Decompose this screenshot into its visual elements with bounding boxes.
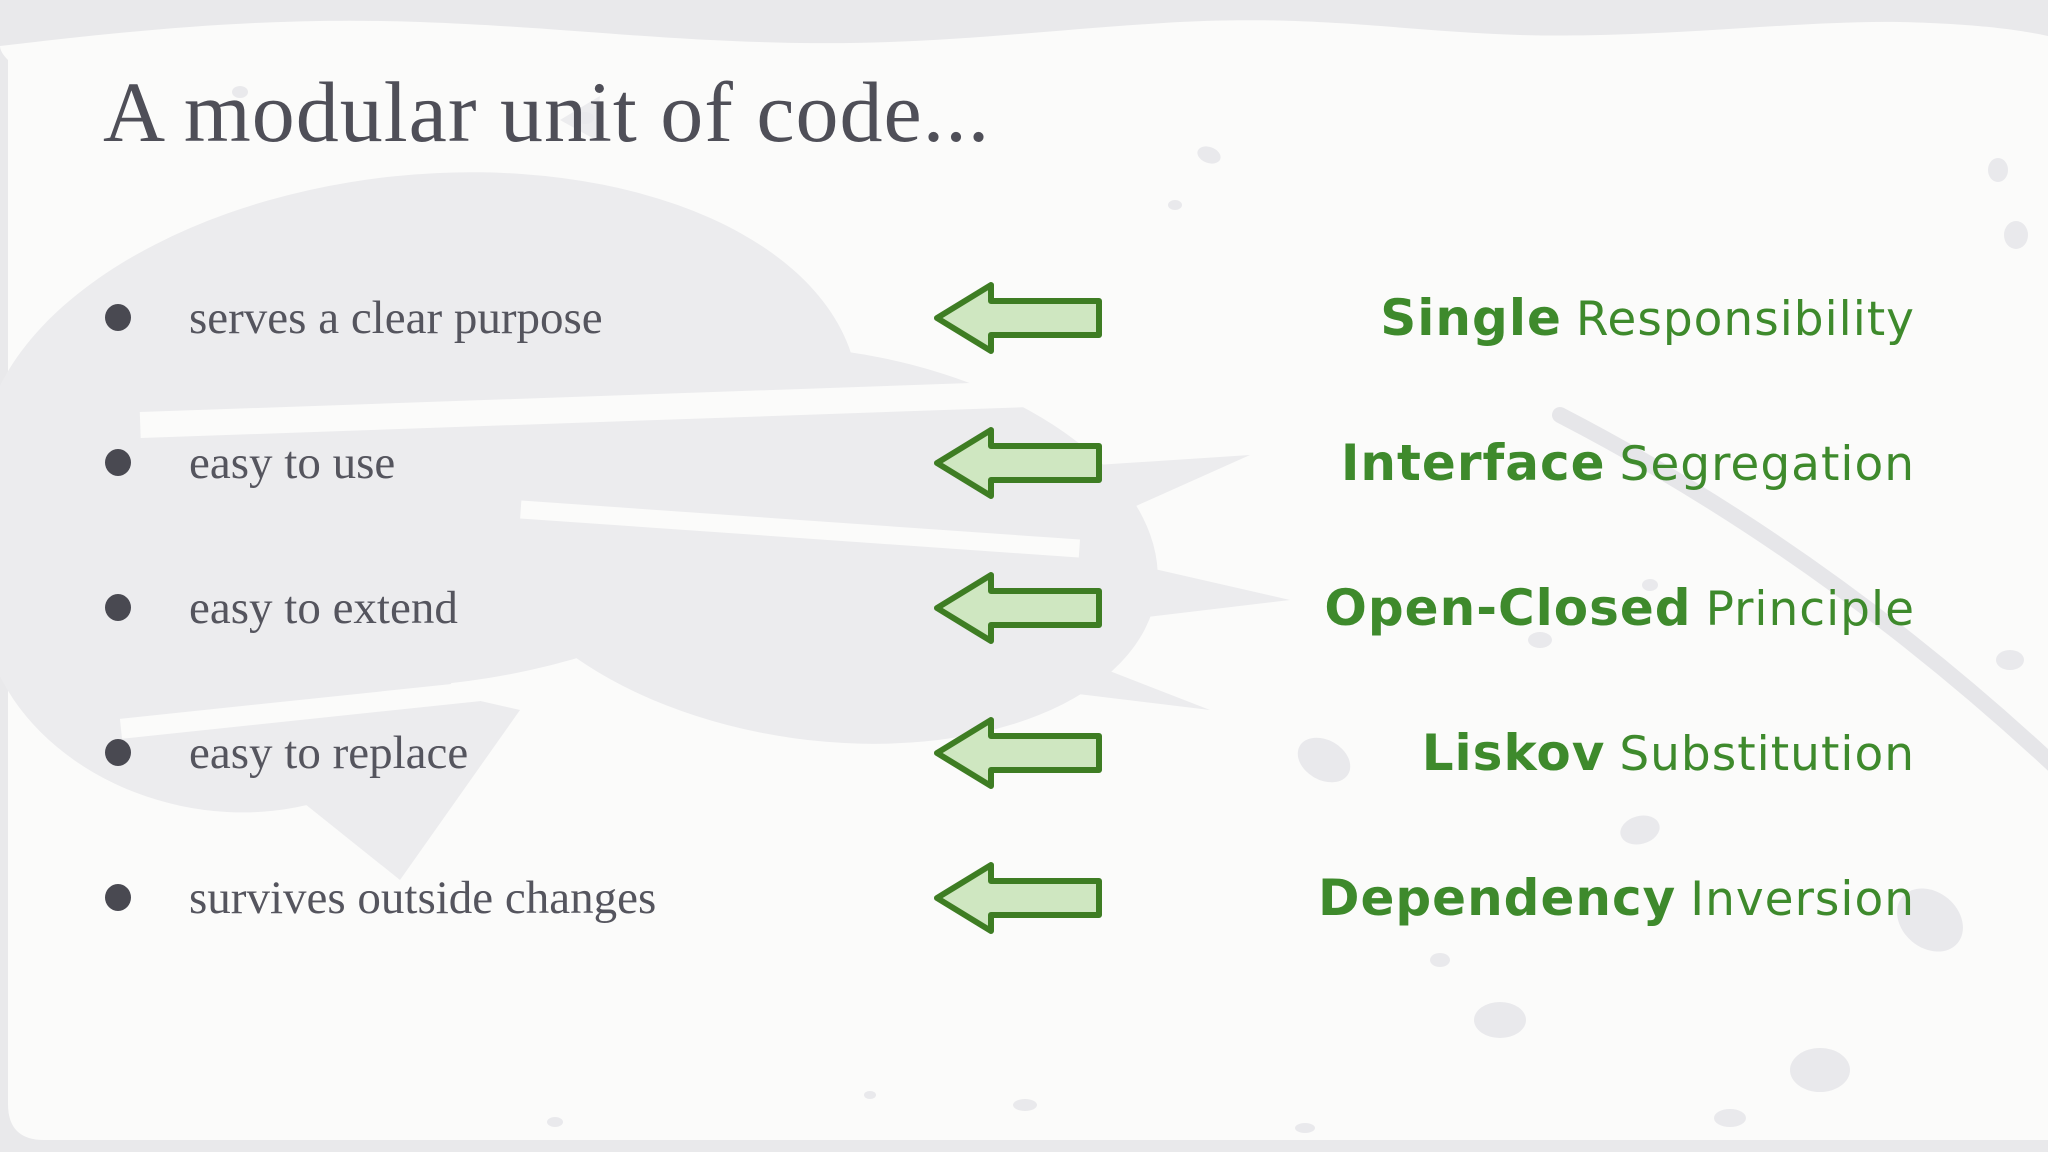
left-arrow-icon <box>934 571 1102 644</box>
principle-keyword: Single <box>1380 288 1562 347</box>
principle-suffix: Responsibility <box>1575 291 1915 347</box>
principle-keyword: Open-Closed <box>1324 578 1692 637</box>
bullet-dot <box>105 449 131 476</box>
bullet-text: easy to replace <box>189 726 469 779</box>
principle-keyword: Interface <box>1340 433 1606 492</box>
principle-suffix: Principle <box>1705 581 1915 637</box>
bullet-text: easy to use <box>189 436 396 489</box>
principle-suffix: Substitution <box>1619 726 1915 782</box>
bullet-text: easy to extend <box>189 581 458 634</box>
bullet-text: serves a clear purpose <box>189 291 603 344</box>
bullet-dot <box>105 594 131 621</box>
left-arrow-icon <box>934 281 1102 354</box>
page-title: A modular unit of code... <box>103 64 991 160</box>
left-arrow-icon <box>934 716 1102 789</box>
bullet-text: survives outside changes <box>189 871 657 924</box>
principle-suffix: Segregation <box>1619 436 1915 492</box>
principle-keyword: Liskov <box>1421 723 1606 782</box>
bullet-dot <box>105 304 131 331</box>
left-arrow-icon <box>934 861 1102 934</box>
bullet-dot <box>105 884 131 911</box>
principle-keyword: Dependency <box>1317 868 1677 927</box>
bullet-dot <box>105 739 131 766</box>
left-arrow-icon <box>934 426 1102 499</box>
principle-suffix: Inversion <box>1690 871 1915 927</box>
